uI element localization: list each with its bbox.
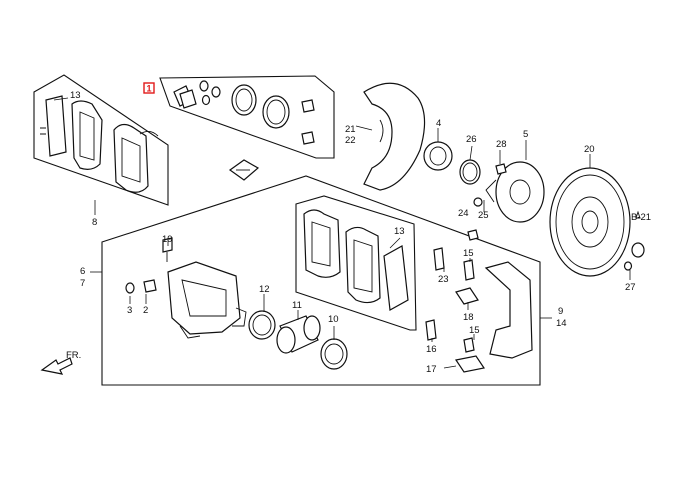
bleeder-cap xyxy=(125,282,135,294)
callout-15-top: 15 xyxy=(463,248,474,259)
callout-7: 7 xyxy=(80,278,85,289)
callout-10: 10 xyxy=(328,314,339,325)
callout-9: 9 xyxy=(558,306,563,317)
fr-arrow-icon xyxy=(40,357,73,375)
callout-2: 2 xyxy=(143,305,148,316)
callout-12: 12 xyxy=(259,284,270,295)
pad-set-box xyxy=(33,74,169,206)
bleeder-screw-2 xyxy=(143,279,157,293)
spring-15-top xyxy=(463,259,475,281)
callout-24: 24 xyxy=(458,208,469,219)
bolt-24 xyxy=(467,229,479,241)
inner-pad-box xyxy=(295,195,417,331)
callout-5: 5 xyxy=(523,129,528,140)
bleeder-screw xyxy=(162,237,173,262)
callout-8: 8 xyxy=(92,217,97,228)
callout-28: 28 xyxy=(496,139,507,150)
callout-11: 11 xyxy=(292,300,302,311)
callout-25: 25 xyxy=(478,210,489,221)
callout-23: 23 xyxy=(438,274,449,285)
piston-seal xyxy=(248,310,276,340)
highlight-marker-text: 1 xyxy=(147,84,152,94)
piston-seal-ring xyxy=(231,84,257,116)
callout-3: 3 xyxy=(127,305,132,316)
seal-kit-marker: 1 xyxy=(143,82,155,94)
callout-27: 27 xyxy=(625,282,636,293)
guide-pin-23 xyxy=(433,247,445,271)
inner-pad-2 xyxy=(345,226,381,304)
brake-disc xyxy=(549,167,631,277)
piston xyxy=(276,315,321,354)
callout-18: 18 xyxy=(463,312,474,323)
inner-pad-3 xyxy=(383,245,409,311)
hub-bearing xyxy=(423,141,453,171)
caliper-bracket xyxy=(484,261,533,359)
callout-13-top: 13 xyxy=(70,90,81,101)
callout-17: 17 xyxy=(426,364,437,375)
fr-label: FR. xyxy=(66,350,81,361)
grease-packet xyxy=(173,85,197,109)
leader-lines xyxy=(53,97,631,369)
seal-kit-box xyxy=(159,75,335,159)
brake-pad-backing xyxy=(71,100,103,170)
wheel-hub xyxy=(485,161,545,223)
small-seals xyxy=(199,80,221,106)
callout-19: 19 xyxy=(162,234,173,245)
retainer-18 xyxy=(455,287,479,305)
callout-26: 26 xyxy=(466,134,477,145)
caliper-assy-box xyxy=(101,175,541,386)
callout-16: 16 xyxy=(426,344,437,355)
disc-screw xyxy=(623,261,633,271)
snap-ring xyxy=(459,159,481,185)
spring-15-bottom xyxy=(463,337,475,353)
splash-guard xyxy=(363,82,426,191)
brake-pad-inner xyxy=(113,123,159,193)
dust-seal xyxy=(320,338,348,370)
nut-b21 xyxy=(631,210,645,258)
pin-boots xyxy=(301,99,315,145)
retainer-17 xyxy=(455,355,485,373)
hub-bolt-small xyxy=(473,197,483,207)
brake-pad-outer xyxy=(40,95,67,157)
guide-pin-16 xyxy=(425,319,437,341)
callout-4: 4 xyxy=(436,118,441,129)
hub-bolt xyxy=(495,163,507,175)
dust-seal-ring xyxy=(262,95,290,129)
callout-22: 22 xyxy=(345,135,356,146)
caliper-body xyxy=(167,261,247,339)
callout-21: 21 xyxy=(345,124,356,135)
callout-13-mid: 13 xyxy=(394,226,405,237)
pad-clip xyxy=(228,159,260,181)
callout-14: 14 xyxy=(556,318,567,329)
callout-15-bottom: 15 xyxy=(469,325,480,336)
callout-6: 6 xyxy=(80,266,85,277)
ref-label: B-21 xyxy=(631,212,651,223)
callout-20: 20 xyxy=(584,144,595,155)
inner-pad-1 xyxy=(303,209,341,278)
